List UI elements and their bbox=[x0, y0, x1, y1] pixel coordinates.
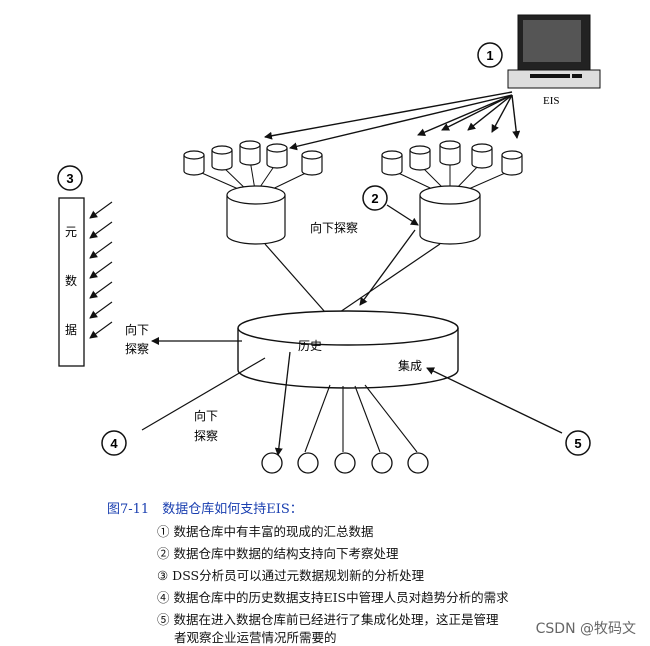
eis-label: EIS bbox=[543, 95, 560, 107]
eis-support-diagram: EIS 1 bbox=[57, 14, 601, 474]
caption-line-6: 者观察企业运营情况所需要的 bbox=[174, 630, 337, 645]
drill-down-bottom-line1: 向下 bbox=[194, 408, 218, 423]
history-label: 历史 bbox=[298, 339, 322, 353]
marker-5: 5 bbox=[565, 430, 591, 456]
metadata-box: 元 数 据 bbox=[58, 197, 85, 367]
metadata-char-1: 元 bbox=[65, 225, 77, 239]
caption-line-5: ⑤ 数据在进入数据仓库前已经进行了集成化处理，这正是管理 bbox=[157, 612, 499, 627]
caption-line-4: ④ 数据仓库中的历史数据支持EIS中管理人员对趋势分析的需求 bbox=[157, 590, 509, 605]
metadata-char-2: 数 bbox=[65, 273, 77, 288]
marker-4: 4 bbox=[101, 430, 127, 456]
user-circle-3 bbox=[334, 452, 356, 474]
metadata-char-3: 据 bbox=[65, 323, 77, 337]
marker-1-label: 1 bbox=[486, 48, 493, 63]
metadata-arrows bbox=[89, 201, 113, 339]
marker-2-label: 2 bbox=[371, 191, 378, 206]
marker-3: 3 bbox=[57, 165, 83, 191]
marker-1: 1 bbox=[477, 42, 503, 68]
caption-line-1: ① 数据仓库中有丰富的现成的汇总数据 bbox=[157, 524, 374, 539]
marker-4-label: 4 bbox=[110, 436, 118, 451]
drill-down-top-label: 向下探察 bbox=[310, 220, 358, 235]
user-circle-5 bbox=[407, 452, 429, 474]
drill-down-right-arrow bbox=[359, 229, 416, 306]
csdn-watermark: CSDN @牧码文 bbox=[535, 621, 636, 637]
summary-to-warehouse-lines bbox=[264, 243, 441, 313]
marker-4-line bbox=[141, 357, 266, 431]
eis-computer-icon bbox=[507, 14, 601, 89]
marker-2-arrow bbox=[386, 204, 419, 226]
caption-line-2: ② 数据仓库中数据的结构支持向下考察处理 bbox=[157, 546, 399, 561]
warehouse-cylinder bbox=[237, 310, 459, 389]
summary-cluster-right bbox=[381, 140, 523, 245]
drill-down-left-line2: 探察 bbox=[125, 342, 149, 356]
marker-2: 2 bbox=[362, 185, 388, 211]
caption-line-3: ③ DSS分析员可以通过元数据规划新的分析处理 bbox=[157, 568, 425, 583]
drill-down-bottom-line2: 探察 bbox=[194, 429, 218, 443]
user-circles bbox=[261, 452, 429, 474]
user-circle-1 bbox=[261, 452, 283, 474]
marker-5-arrow bbox=[426, 367, 563, 434]
marker-5-label: 5 bbox=[574, 436, 581, 451]
summary-cluster-left bbox=[183, 140, 323, 245]
user-circle-2 bbox=[297, 452, 319, 474]
marker-3-label: 3 bbox=[66, 171, 73, 186]
history-arrow bbox=[274, 351, 291, 456]
eis-arrows bbox=[264, 91, 521, 151]
integration-label: 集成 bbox=[398, 358, 422, 373]
drill-down-left-line1: 向下 bbox=[125, 322, 149, 337]
user-circle-4 bbox=[371, 452, 393, 474]
warehouse-to-users-lines bbox=[304, 384, 418, 453]
caption-title: 图7-11 数据仓库如何支持EIS： bbox=[107, 502, 303, 517]
